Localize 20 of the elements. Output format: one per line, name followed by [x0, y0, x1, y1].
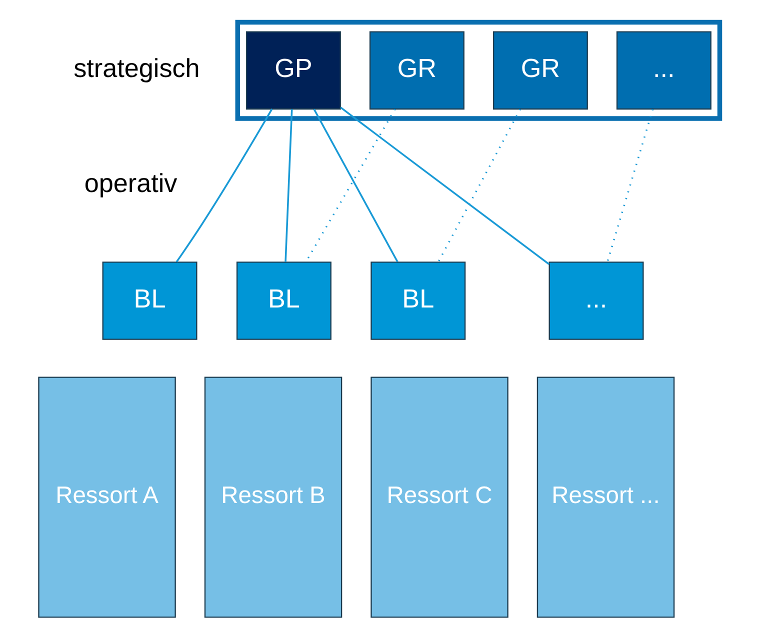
node-box: BL: [236, 262, 331, 340]
node-box: GR: [368, 31, 464, 110]
connector: [340, 106, 550, 265]
node-box: Ressort B: [204, 376, 342, 618]
connector: [284, 109, 292, 262]
node-box: GP: [245, 31, 340, 110]
node-box: GR: [492, 31, 588, 110]
node-box: Ressort A: [38, 376, 176, 618]
label: strategisch: [73, 53, 200, 84]
connector: [175, 108, 272, 262]
cluster: [234, 20, 722, 121]
node-box: BL: [102, 262, 197, 340]
node-box: BL: [370, 262, 466, 340]
node-box: Ressort ...: [536, 376, 674, 618]
connector: [606, 108, 654, 262]
node-box: ...: [548, 262, 644, 340]
node-box: ...: [616, 31, 711, 110]
label: operativ: [84, 168, 177, 198]
node-box: Ressort C: [370, 376, 508, 618]
connector: [437, 108, 521, 262]
